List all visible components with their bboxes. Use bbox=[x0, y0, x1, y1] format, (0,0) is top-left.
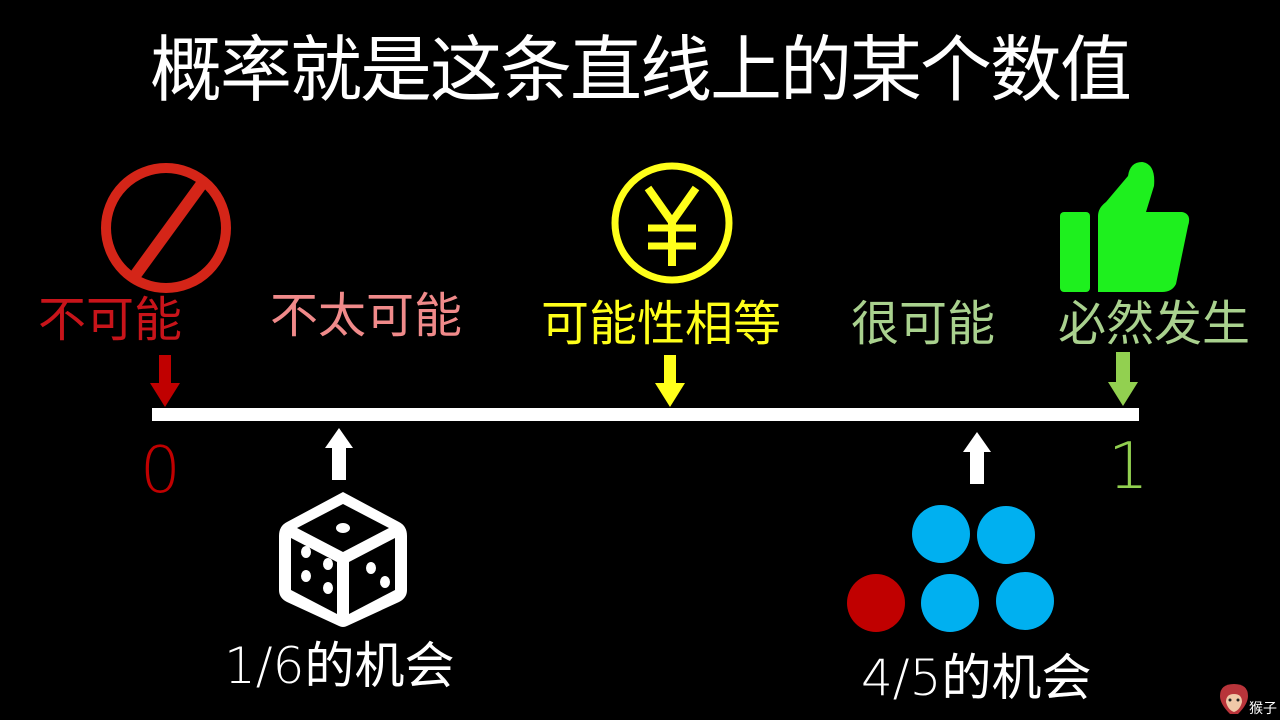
probability-line bbox=[152, 408, 1139, 421]
monkey-icon bbox=[1220, 684, 1248, 714]
slide-title: 概率就是这条直线上的某个数值 bbox=[149, 28, 1132, 112]
arrow-down-icon bbox=[150, 355, 180, 407]
thumbs-up-icon bbox=[1060, 162, 1190, 292]
example-suffix: 的机会 bbox=[304, 637, 455, 695]
arrow-up-icon bbox=[963, 432, 991, 484]
label-impossible: 不可能 bbox=[38, 292, 183, 348]
example-caption-balls: 4/5的机会 bbox=[861, 648, 1091, 708]
scale-min-label: 0 bbox=[140, 434, 181, 508]
red-ball bbox=[847, 574, 905, 632]
label-likely: 很可能 bbox=[851, 296, 996, 352]
blue-ball bbox=[921, 574, 979, 632]
watermark-text: 猴子 bbox=[1249, 701, 1277, 717]
dice-icon bbox=[279, 492, 407, 627]
label-equally-likely: 可能性相等 bbox=[541, 296, 782, 352]
scale-max-label: 1 bbox=[1108, 430, 1149, 504]
arrow-up-icon bbox=[325, 428, 353, 480]
blue-ball bbox=[977, 506, 1035, 564]
arrow-down-icon bbox=[655, 355, 685, 407]
example-caption-dice: 1/6的机会 bbox=[224, 636, 454, 696]
label-unlikely: 不太可能 bbox=[270, 288, 463, 344]
arrow-down-icon bbox=[1108, 352, 1138, 406]
blue-ball bbox=[912, 505, 970, 563]
example-fraction: 1/6 bbox=[224, 637, 305, 695]
label-certain: 必然发生 bbox=[1058, 296, 1251, 352]
yen-coin-icon bbox=[611, 162, 733, 284]
example-fraction: 4/5 bbox=[861, 649, 942, 707]
prohibited-icon bbox=[101, 163, 231, 293]
blue-ball bbox=[996, 572, 1054, 630]
example-suffix: 的机会 bbox=[941, 649, 1092, 707]
